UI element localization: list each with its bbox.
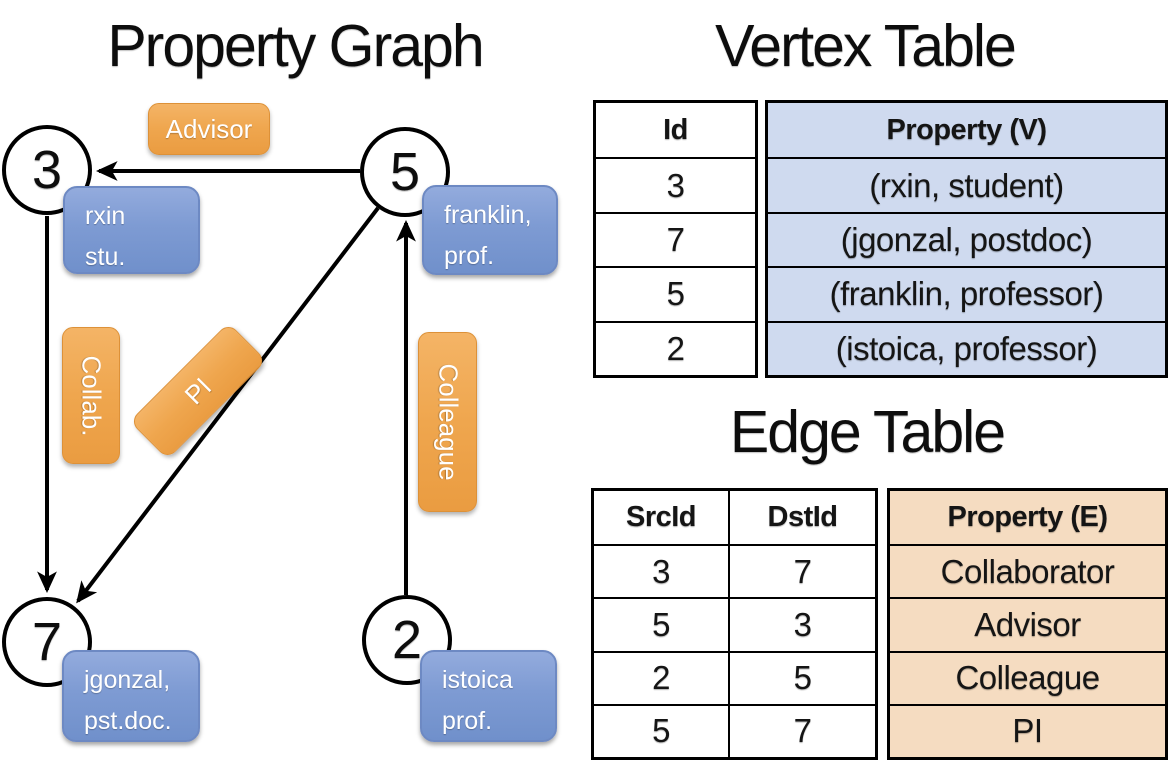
vertex-table-title: Vertex Table [715,13,1017,79]
edge-table-dst-cell: 7 [728,703,875,757]
edge-table-header-property: Property (E) [890,491,1165,545]
vertex-table-property-column: Property (V) (rxin, student) (jgonzal, p… [765,100,1168,378]
vertex-table-id-cell: 7 [596,211,755,266]
edge-label-advisor: Advisor [148,103,270,155]
vertex-property-line: prof. [442,706,493,735]
vertex-table-id-column: Id 3 7 5 2 [593,100,758,378]
vertex-property-line: pst.doc. [84,706,172,735]
edge-table-header-srcid: SrcId [625,501,697,534]
edge-table-title: Edge Table [729,399,1006,465]
edge-table-dst-cell: 7 [728,544,875,598]
node-7-id: 7 [31,612,63,672]
edge-table-dst-cell: 3 [728,597,875,651]
vertex-property-line: rxin [85,202,126,230]
graph-edges-layer [37,161,416,604]
property-graph-title: Property Graph [107,13,484,79]
vertex-table-header-id: Id [663,113,688,146]
edge-table-property-cell: Collaborator [890,544,1165,598]
edge-label-collab: Collab. [62,327,120,464]
node-5-id: 5 [389,142,421,202]
edge-table-src-cell: 5 [594,703,728,757]
vertex-table-property-cell: (istoica, professor) [768,320,1165,375]
vertex-property-line: istoica [442,666,513,694]
vertex-property-box-rxin: rxin stu. [63,186,200,274]
graph-node-2: 2 [362,595,452,685]
edge-table-property-cell: Colleague [890,650,1165,704]
edge-pi-5-to-7 [76,206,380,604]
edge-table-header-dstid: DstId [728,491,875,545]
vertex-table-header-property: Property (V) [768,103,1165,158]
edge-table-property-cell: PI [890,703,1165,757]
vertex-table-id-cell: 3 [596,157,755,211]
edge-label-colleague-text: Colleague [433,363,463,481]
edge-table-property-column: Property (E) Collaborator Advisor Collea… [887,488,1168,760]
edge-label-advisor-text: Advisor [165,113,253,144]
vertex-table-property-cell: (rxin, student) [768,157,1165,212]
edge-table-src-cell: 5 [594,597,728,650]
edge-label-colleague: Colleague [418,332,477,512]
vertex-table-id-cell: 5 [596,266,755,320]
edge-table-dst-cell: 5 [728,650,875,704]
edge-label-collab-text: Collab. [76,355,107,436]
edge-table-src-cell: 2 [594,650,728,704]
vertex-table-property-cell: (franklin, professor) [768,266,1165,321]
vertex-property-box-istoica: istoica prof. [420,650,557,742]
vertex-property-line: stu. [85,242,126,271]
vertex-table-id-cell: 2 [596,320,755,375]
vertex-property-line: jgonzal, [84,666,171,694]
vertex-property-line: prof. [444,241,495,270]
vertex-property-box-franklin: franklin, prof. [422,185,558,275]
edge-table-property-cell: Advisor [890,597,1165,651]
graph-node-5: 5 [360,127,450,217]
vertex-property-box-jgonzal: jgonzal, pst.doc. [62,650,200,742]
vertex-table-property-cell: (jgonzal, postdoc) [768,211,1165,267]
edge-label-pi-text: PI [178,371,217,410]
vertex-property-line: franklin, [444,201,532,229]
node-2-id: 2 [391,610,423,670]
edge-table-src-cell: 3 [594,544,728,597]
edge-table-id-columns: SrcId DstId 3 7 5 3 2 5 5 7 [591,488,878,760]
node-3-id: 3 [31,140,63,200]
